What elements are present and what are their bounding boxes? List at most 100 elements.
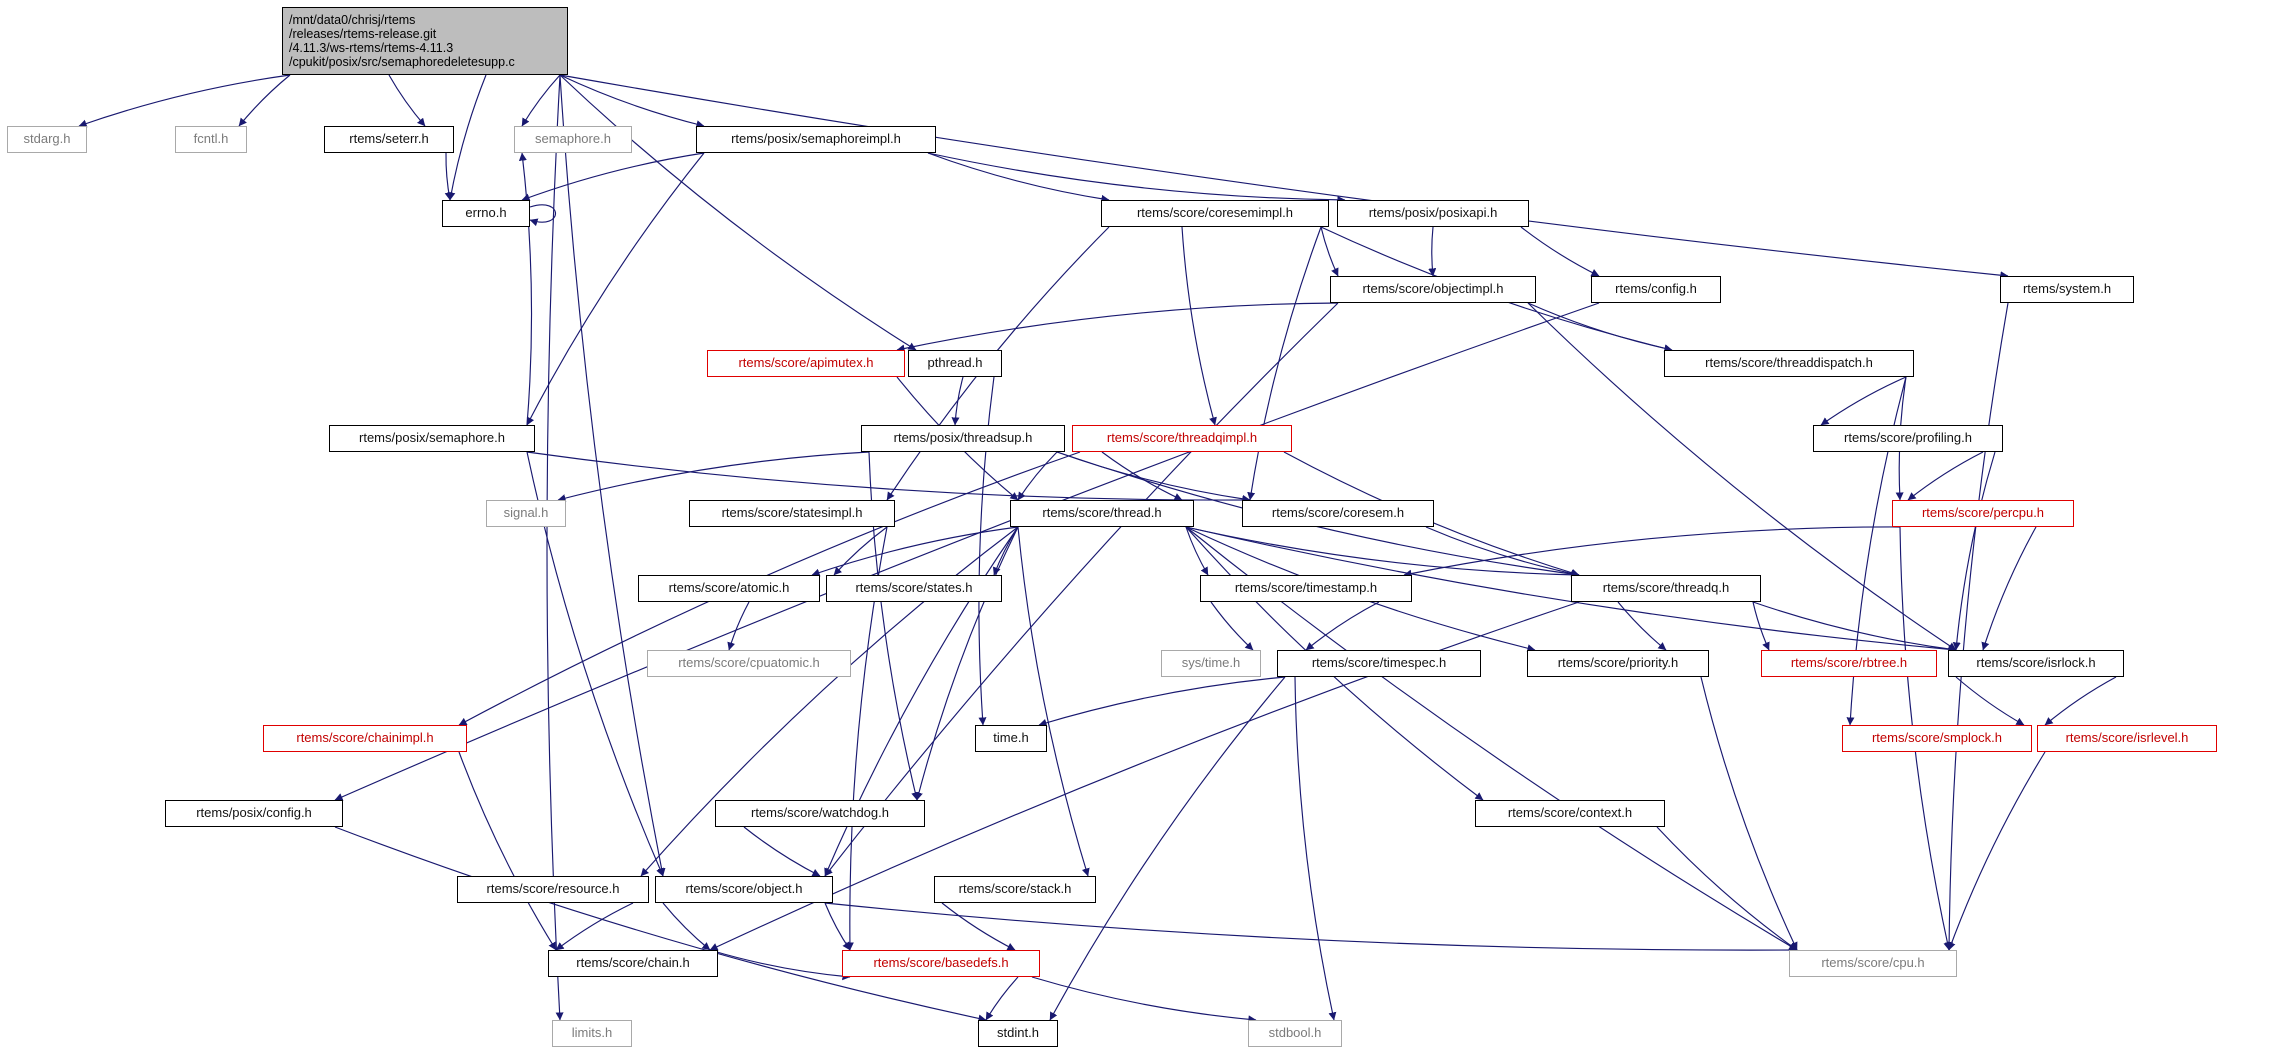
graph-node-rtems-score-isrlock-h[interactable]: rtems/score/isrlock.h bbox=[1948, 650, 2124, 677]
include-edge-root-pthread bbox=[559, 74, 917, 351]
graph-node-rtems-score-apimutex-h[interactable]: rtems/score/apimutex.h bbox=[707, 350, 905, 377]
graph-node-stdarg-h: stdarg.h bbox=[7, 126, 87, 153]
include-edge-thread-timestamp bbox=[1185, 526, 1209, 576]
graph-node-rtems-score-priority-h[interactable]: rtems/score/priority.h bbox=[1527, 650, 1709, 677]
include-edge-root-system bbox=[559, 74, 2009, 280]
graph-node-rtems-score-isrlevel-h[interactable]: rtems/score/isrlevel.h bbox=[2037, 725, 2217, 752]
include-edge-timestamp-systime bbox=[1210, 601, 1254, 651]
include-edge-objectimpl-object bbox=[824, 302, 1339, 877]
graph-node-rtems-posix-threadsup-h[interactable]: rtems/posix/threadsup.h bbox=[861, 425, 1065, 452]
graph-node-rtems-score-cpuatomic-h: rtems/score/cpuatomic.h bbox=[647, 650, 851, 677]
graph-node-time-h[interactable]: time.h bbox=[975, 725, 1047, 752]
graph-node-rtems-score-context-h[interactable]: rtems/score/context.h bbox=[1475, 800, 1665, 827]
include-edge-coresemimpl-objectimpl bbox=[1320, 226, 1339, 277]
include-edge-object-basedefs bbox=[824, 902, 851, 951]
include-edge-thread-atomic bbox=[811, 526, 1019, 577]
graph-node-rtems-score-timestamp-h[interactable]: rtems/score/timestamp.h bbox=[1200, 575, 1412, 602]
graph-node-rtems-score-threadq-h[interactable]: rtems/score/threadq.h bbox=[1571, 575, 1761, 602]
include-edge-config-posixconfig bbox=[334, 302, 1600, 801]
graph-node-rtems-score-chainimpl-h[interactable]: rtems/score/chainimpl.h bbox=[263, 725, 467, 752]
include-edge-timestamp-timespec bbox=[1305, 601, 1380, 651]
include-edge-atomic-cpuatomic bbox=[727, 601, 750, 651]
include-edge-threadsup-thread bbox=[1017, 451, 1058, 501]
graph-node-semaphore-h: semaphore.h bbox=[514, 126, 632, 153]
include-edge-objectimpl-apimutex bbox=[896, 302, 1339, 353]
include-edge-pthread-time bbox=[978, 376, 995, 726]
include-edge-context-cpu bbox=[1656, 826, 1798, 951]
include-edge-objectimpl-isrlock bbox=[1527, 302, 1957, 651]
graph-node-rtems-score-states-h[interactable]: rtems/score/states.h bbox=[826, 575, 1002, 602]
include-edge-posixsem-coresem bbox=[526, 451, 1251, 505]
include-edge-semimpl-posixsem bbox=[526, 152, 705, 426]
graph-node-rtems-score-timespec-h[interactable]: rtems/score/timespec.h bbox=[1277, 650, 1481, 677]
include-edge-root-errno bbox=[447, 74, 487, 201]
graph-root-file-node: /mnt/data0/chrisj/rtems /releases/rtems-… bbox=[282, 7, 568, 75]
include-edge-basedefs-stdbool bbox=[1031, 976, 1257, 1024]
graph-node-rtems-score-object-h[interactable]: rtems/score/object.h bbox=[655, 876, 833, 903]
graph-node-rtems-score-percpu-h[interactable]: rtems/score/percpu.h bbox=[1892, 500, 2074, 527]
include-edge-errno-errno bbox=[529, 204, 556, 227]
include-edge-threadq-isrlock bbox=[1752, 601, 1957, 653]
graph-node-rtems-score-threaddispatch-h[interactable]: rtems/score/threaddispatch.h bbox=[1664, 350, 1914, 377]
graph-node-rtems-score-thread-h[interactable]: rtems/score/thread.h bbox=[1010, 500, 1194, 527]
graph-node-rtems-score-coresemimpl-h[interactable]: rtems/score/coresemimpl.h bbox=[1101, 200, 1329, 227]
graph-node-stdbool-h: stdbool.h bbox=[1248, 1020, 1342, 1047]
include-edge-pthread-threadsup bbox=[951, 376, 964, 426]
include-edge-profiling-isrlock bbox=[1952, 451, 1996, 651]
graph-node-rtems-posix-config-h[interactable]: rtems/posix/config.h bbox=[165, 800, 343, 827]
include-edge-coresemimpl-threadqimpl bbox=[1181, 226, 1217, 426]
include-edge-semimpl-coresemimpl bbox=[927, 152, 1110, 203]
graph-node-rtems-config-h[interactable]: rtems/config.h bbox=[1591, 276, 1721, 303]
include-edge-priority-cpu bbox=[1700, 676, 1798, 951]
include-edge-threadq-chain bbox=[709, 601, 1580, 951]
graph-node-rtems-score-threadqimpl-h[interactable]: rtems/score/threadqimpl.h bbox=[1072, 425, 1292, 452]
include-edge-posixconfig-stdint bbox=[334, 826, 987, 1023]
include-edge-thread-resource bbox=[640, 526, 1019, 877]
include-edge-root-seterr bbox=[388, 74, 426, 127]
include-edge-objectimpl-threaddispatch bbox=[1527, 302, 1673, 353]
include-edge-isrlock-smplock bbox=[1955, 676, 2025, 726]
graph-node-rtems-score-watchdog-h[interactable]: rtems/score/watchdog.h bbox=[715, 800, 925, 827]
include-edge-timespec-time bbox=[1038, 676, 1286, 727]
include-edge-object-chain bbox=[662, 902, 711, 951]
include-edge-thread-threadq bbox=[1185, 526, 1580, 579]
graph-node-rtems-score-basedefs-h[interactable]: rtems/score/basedefs.h bbox=[842, 950, 1040, 977]
include-edge-root-fcntl bbox=[238, 74, 291, 127]
graph-node-rtems-score-atomic-h[interactable]: rtems/score/atomic.h bbox=[638, 575, 820, 602]
include-edge-isrlock-isrlevel bbox=[2044, 676, 2117, 726]
include-edge-system-cpu bbox=[1945, 302, 2009, 951]
include-edge-timespec-stdint bbox=[1049, 676, 1286, 1021]
graph-node-pthread-h[interactable]: pthread.h bbox=[908, 350, 1002, 377]
graph-node-rtems-system-h[interactable]: rtems/system.h bbox=[2000, 276, 2134, 303]
graph-node-stdint-h[interactable]: stdint.h bbox=[978, 1020, 1058, 1047]
include-edge-thread-isrlock bbox=[1185, 526, 1957, 654]
graph-node-rtems-score-stack-h[interactable]: rtems/score/stack.h bbox=[934, 876, 1096, 903]
graph-node-rtems-score-statesimpl-h[interactable]: rtems/score/statesimpl.h bbox=[689, 500, 895, 527]
include-edge-posixapi-objectimpl bbox=[1428, 226, 1437, 277]
include-edge-percpu-isrlock bbox=[1981, 526, 2037, 651]
include-edge-threadq-rbtree bbox=[1752, 601, 1770, 651]
graph-node-rtems-score-objectimpl-h[interactable]: rtems/score/objectimpl.h bbox=[1330, 276, 1536, 303]
graph-node-errno-h[interactable]: errno.h bbox=[442, 200, 530, 227]
graph-node-rtems-seterr-h[interactable]: rtems/seterr.h bbox=[324, 126, 454, 153]
include-edge-basedefs-stdint bbox=[985, 976, 1019, 1021]
include-edge-threadsup-coresem bbox=[1056, 451, 1251, 503]
include-edge-threadsup-signal bbox=[557, 451, 870, 502]
include-edge-timespec-stdbool bbox=[1294, 676, 1337, 1021]
include-edge-root-semimpl bbox=[559, 74, 705, 129]
graph-node-rtems-posix-posixapi-h[interactable]: rtems/posix/posixapi.h bbox=[1337, 200, 1529, 227]
graph-node-rtems-score-smplock-h[interactable]: rtems/score/smplock.h bbox=[1842, 725, 2032, 752]
graph-node-rtems-score-rbtree-h[interactable]: rtems/score/rbtree.h bbox=[1761, 650, 1937, 677]
include-edge-thread-stack bbox=[1017, 526, 1090, 877]
graph-node-rtems-score-coresem-h[interactable]: rtems/score/coresem.h bbox=[1242, 500, 1434, 527]
graph-node-rtems-posix-semaphore-h[interactable]: rtems/posix/semaphore.h bbox=[329, 425, 535, 452]
include-edge-statesimpl-states bbox=[833, 526, 888, 576]
graph-node-rtems-posix-semaphoreimpl-h[interactable]: rtems/posix/semaphoreimpl.h bbox=[696, 126, 936, 153]
include-edge-coresem-threadq bbox=[1425, 526, 1580, 578]
graph-node-rtems-score-profiling-h[interactable]: rtems/score/profiling.h bbox=[1813, 425, 2003, 452]
graph-node-rtems-score-chain-h[interactable]: rtems/score/chain.h bbox=[548, 950, 718, 977]
graph-node-rtems-score-resource-h[interactable]: rtems/score/resource.h bbox=[457, 876, 649, 903]
include-edge-threadsup-watchdog bbox=[868, 451, 920, 801]
